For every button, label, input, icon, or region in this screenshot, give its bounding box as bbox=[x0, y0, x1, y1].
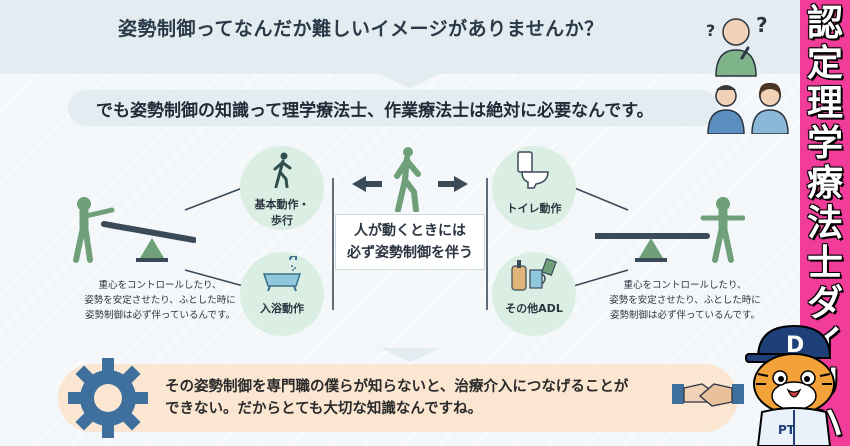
conclusion-banner bbox=[58, 364, 738, 432]
activity-label-toilet: トイレ動作 bbox=[506, 202, 562, 215]
left-desc-line: 姿勢制御は必ず伴っているんです。 bbox=[84, 310, 236, 321]
center-line: 人が動くときには bbox=[354, 223, 466, 239]
question-text: 姿勢制御ってなんだか難しいイメージがありませんか？ bbox=[118, 18, 604, 40]
statement-banner bbox=[68, 90, 718, 126]
down-arrow-icon bbox=[380, 348, 440, 362]
question-banner bbox=[0, 0, 800, 74]
shirt-text: PT bbox=[778, 423, 796, 437]
walking-icon bbox=[273, 152, 292, 188]
activity-circle-adl bbox=[492, 252, 576, 336]
kitchen-items-icon bbox=[511, 257, 557, 291]
conclusion-line: その姿勢制御を専門職の僕らが知らないと、治療介入につなげることが bbox=[165, 379, 629, 395]
conclusion-text: その姿勢制御を専門職の僕らが知らないと、治療介入につなげることが できない。だか… bbox=[165, 376, 655, 420]
thinking-person-icon: ? ? bbox=[706, 13, 768, 77]
center-message-box bbox=[335, 214, 485, 270]
left-desc-line: 姿勢を安定させたり、ふとした時に bbox=[84, 295, 236, 306]
svg-text:?: ? bbox=[706, 21, 715, 40]
center-line: 必ず姿勢制御を伴う bbox=[347, 245, 473, 261]
right-desc-line: 姿勢制御は必ず伴っているんです。 bbox=[609, 310, 761, 321]
activity-label-line: 歩行 bbox=[271, 214, 293, 227]
gear-icon bbox=[68, 358, 148, 438]
svg-text:?: ? bbox=[756, 13, 768, 37]
right-desc-line: 姿勢を安定させたり、ふとした時に bbox=[609, 295, 761, 306]
bathtub-icon bbox=[262, 256, 302, 292]
toilet-icon bbox=[517, 151, 549, 189]
activity-label-line: 基本動作・ bbox=[254, 198, 310, 211]
statement-text: でも姿勢制御の知識って理学療法士、作業療法士は絶対に必要なんです。 bbox=[96, 101, 654, 121]
left-description: 重心をコントロールしたり、 姿勢を安定させたり、ふとした時に 姿勢制御は必ず伴っ… bbox=[60, 278, 260, 323]
balancing-person-left-icon bbox=[73, 197, 196, 263]
walking-person-arrows-icon bbox=[352, 147, 468, 212]
activity-label-bathing: 入浴動作 bbox=[260, 302, 304, 315]
center-message: 人が動くときには 必ず姿勢制御を伴う bbox=[340, 220, 480, 264]
right-description: 重心をコントロールしたり、 姿勢を安定させたり、ふとした時に 姿勢制御は必ず伴っ… bbox=[585, 278, 785, 323]
handshake-icon bbox=[672, 383, 744, 407]
down-arrow-icon bbox=[380, 74, 440, 88]
doctor-icon bbox=[707, 82, 789, 134]
cap-letter: D bbox=[786, 333, 804, 358]
conclusion-line: できない。だからとても大切な知識なんですね。 bbox=[165, 401, 483, 417]
tiger-mascot-icon: D PT bbox=[745, 324, 835, 446]
activity-label-walking: 基本動作・ 歩行 bbox=[242, 196, 322, 228]
left-desc-line: 重心をコントロールしたり、 bbox=[98, 280, 222, 291]
right-desc-line: 重心をコントロールしたり、 bbox=[623, 280, 747, 291]
balancing-person-right-icon bbox=[595, 197, 745, 263]
activity-circle-bathing bbox=[240, 252, 324, 336]
activity-label-adl: その他ADL bbox=[505, 302, 563, 315]
